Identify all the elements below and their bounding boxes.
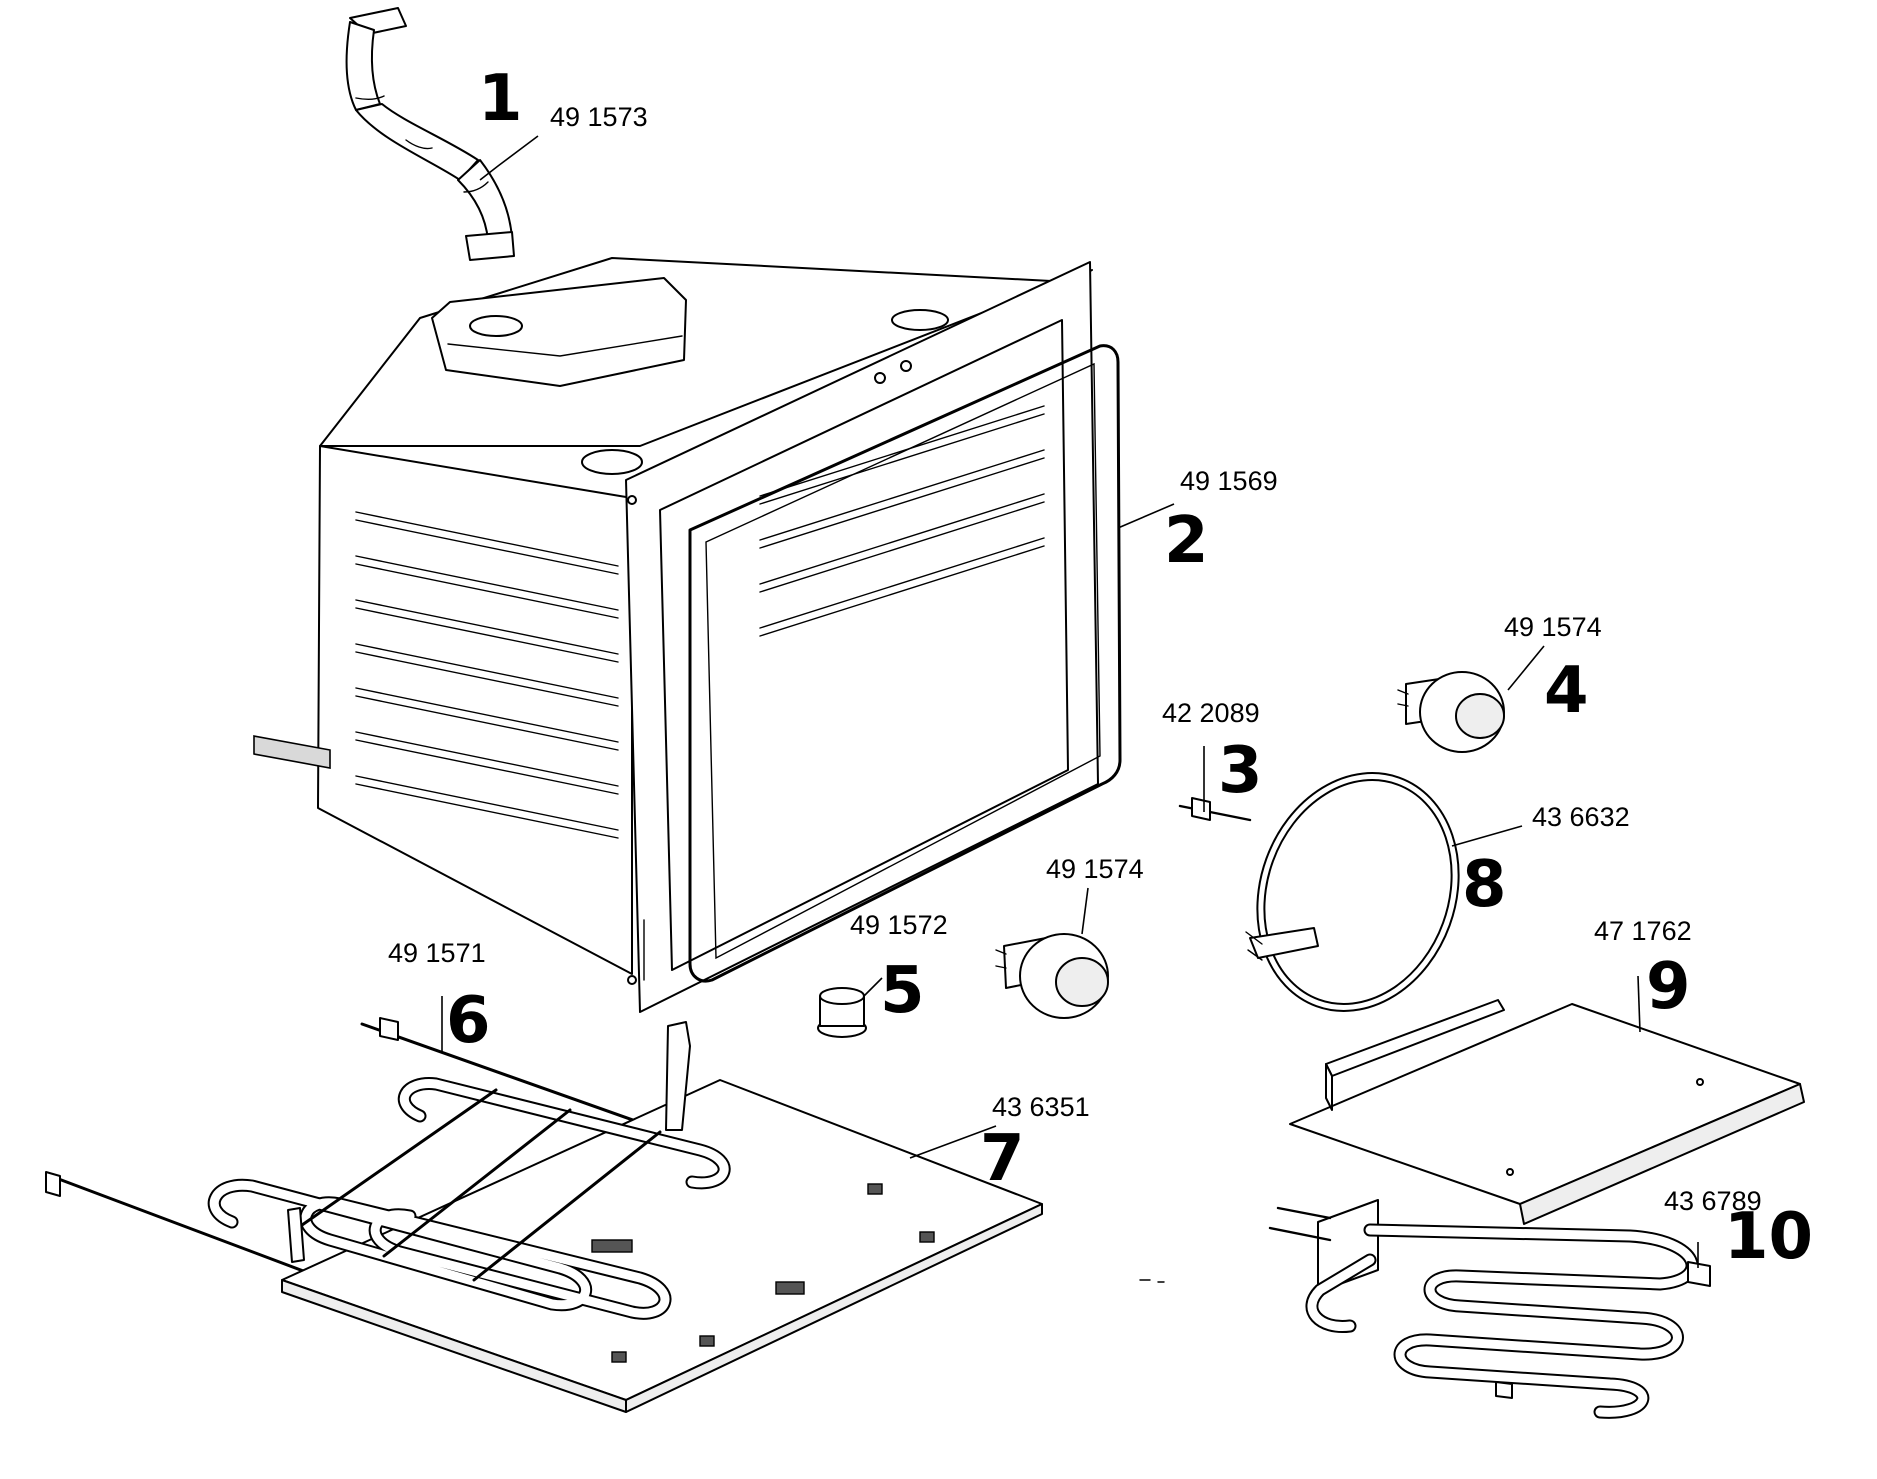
callout-number: 10: [1724, 1200, 1813, 1274]
callout-number: 1: [478, 62, 523, 136]
part-number-label: 49 1574: [1504, 612, 1602, 642]
circular-element-illustration: [1245, 772, 1460, 1012]
lamp-assembly-illustration: [1397, 671, 1505, 753]
bake-element-illustration: [207, 1021, 1043, 1413]
oven-cavity-illustration: [253, 257, 1122, 1013]
callout-number: 4: [1544, 654, 1589, 728]
part-number-label: 43 6351: [992, 1092, 1090, 1122]
stray-mark: [1139, 1279, 1165, 1283]
callout-labels: 49 1573 1 49 1569 2 42 2089 3 49 1574 4 …: [388, 62, 1813, 1274]
exhaust-tube-illustration: [345, 7, 515, 261]
lamp-assembly-lower-illustration: [995, 933, 1109, 1019]
callout-number: 6: [446, 984, 491, 1058]
part-number-label: 43 6632: [1532, 802, 1630, 832]
callout-number: 2: [1164, 504, 1209, 578]
callout-number: 9: [1646, 950, 1691, 1024]
part-number-label: 47 1762: [1594, 916, 1692, 946]
part-number-label: 49 1572: [850, 910, 948, 940]
callout-number: 8: [1462, 848, 1507, 922]
lower-element-illustration: [1268, 1199, 1711, 1419]
bulb-socket-illustration: [817, 987, 867, 1038]
part-number-label: 49 1571: [388, 938, 486, 968]
part-number-label: 49 1569: [1180, 466, 1278, 496]
callout-number: 5: [880, 954, 925, 1028]
callout-number: 3: [1218, 734, 1263, 808]
part-number-label: 49 1573: [550, 102, 648, 132]
callout-number: 7: [980, 1122, 1025, 1196]
part-number-label: 43 6789: [1664, 1186, 1762, 1216]
part-number-label: 42 2089: [1162, 698, 1260, 728]
cover-plate-illustration: [1289, 999, 1805, 1225]
leader-lines: [441, 135, 1699, 1268]
part-number-label: 49 1574: [1046, 854, 1144, 884]
